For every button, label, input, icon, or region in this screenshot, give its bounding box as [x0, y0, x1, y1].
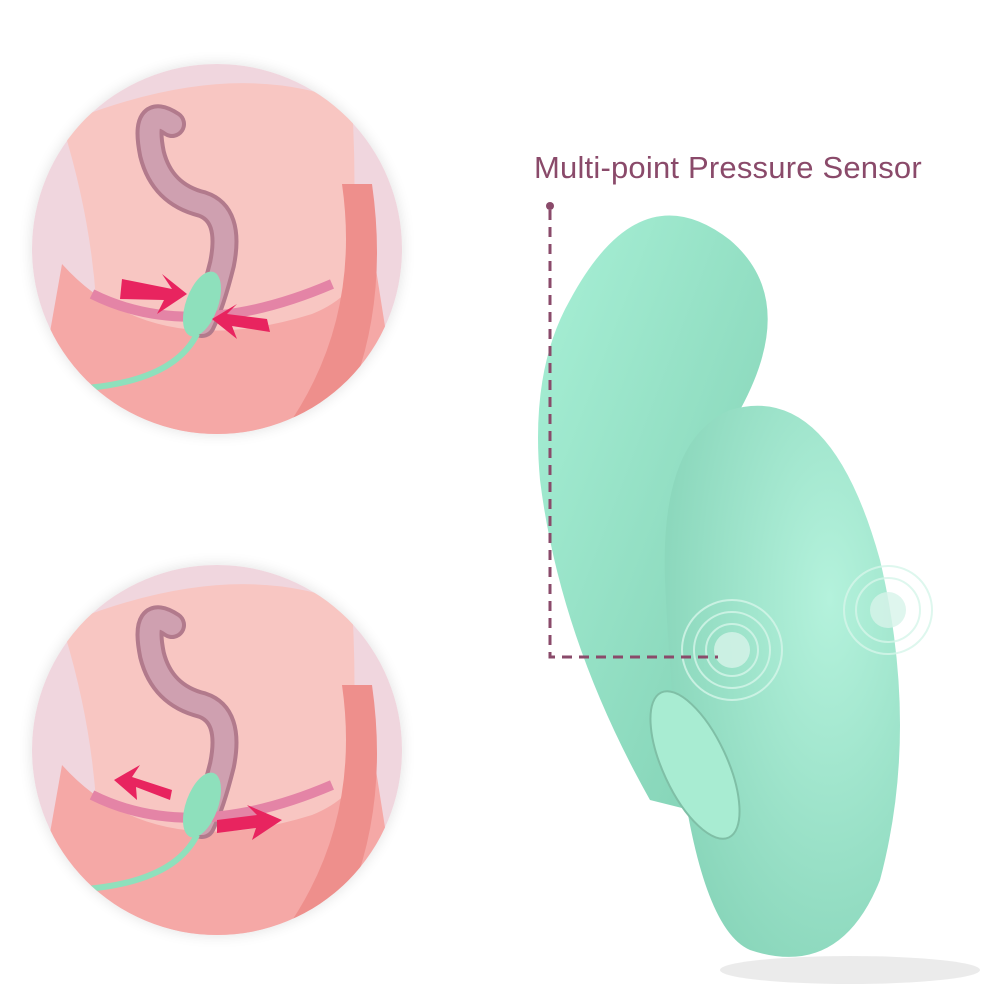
arrow-in-right-icon — [212, 304, 270, 339]
pelvic-illustration-relaxation — [32, 565, 402, 935]
device-image — [538, 202, 980, 984]
sensor-callout-label: Multi-point Pressure Sensor — [534, 150, 922, 185]
anatomy-relaxation-image — [32, 565, 402, 935]
pressure-point-icon-2 — [843, 565, 933, 655]
anatomy-contraction-image — [32, 64, 402, 434]
arrow-out-right-icon — [217, 805, 282, 840]
arrow-in-left-icon — [120, 274, 187, 314]
arrow-out-left-icon — [114, 765, 172, 800]
pelvic-illustration-contraction — [32, 64, 402, 434]
callout-line — [548, 210, 718, 659]
pressure-point-icon — [681, 599, 783, 701]
